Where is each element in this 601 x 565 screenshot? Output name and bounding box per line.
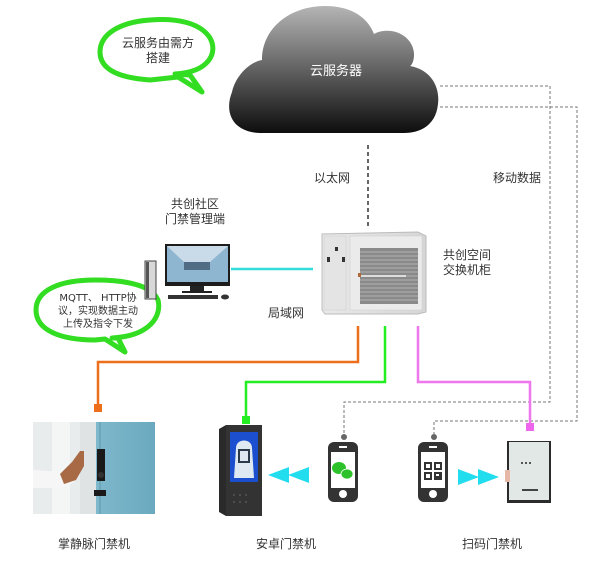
qr-phone-icon xyxy=(418,442,448,502)
mobile-data-link-scan xyxy=(433,106,578,437)
cloud-note-text: 云服务由需方 搭建 xyxy=(108,36,208,66)
lan-link-android xyxy=(244,326,387,420)
management-label: 共创社区 门禁管理端 xyxy=(155,197,235,227)
mobile-data-node-android xyxy=(341,434,347,440)
wechat-phone-icon xyxy=(328,442,358,502)
palm-vein-port xyxy=(94,404,102,412)
transfer-arrows-android xyxy=(268,467,309,483)
protocol-note-line2: 议，实现数据主动 xyxy=(58,306,138,317)
cloud-shape xyxy=(229,6,439,133)
android-terminal-image xyxy=(219,425,262,516)
lan-link-scan-code xyxy=(416,326,532,427)
lan-label: 局域网 xyxy=(268,306,305,320)
management-pc-icon xyxy=(144,244,230,300)
switch-cabinet-label-line2: 交换机柜 xyxy=(443,263,492,277)
callout-cloud-note xyxy=(97,17,216,95)
scan-code-label: 扫码门禁机 xyxy=(462,537,523,551)
android-label: 安卓门禁机 xyxy=(256,537,317,551)
transfer-arrows-scan xyxy=(458,469,499,485)
management-label-line2: 门禁管理端 xyxy=(164,212,225,226)
switch-cabinet-icon xyxy=(321,231,427,315)
palm-vein-label: 掌静脉门禁机 xyxy=(58,537,131,551)
lan-link-palm-vein xyxy=(96,326,360,406)
switch-cabinet-label: 共创空间 交换机柜 xyxy=(443,248,491,278)
management-label-line1: 共创社区 xyxy=(170,197,219,211)
arrow-left-1 xyxy=(268,467,289,483)
palm-vein-device-image xyxy=(33,422,155,514)
arrow-right-2 xyxy=(478,469,499,485)
cloud-note-line2: 搭建 xyxy=(145,51,170,65)
cloud-note-line1: 云服务由需方 xyxy=(121,36,194,50)
android-port xyxy=(242,416,250,424)
protocol-note-line1: MQTT、 HTTP协 xyxy=(59,293,137,304)
switch-cabinet-label-line1: 共创空间 xyxy=(443,248,492,262)
mobile-data-node-scan xyxy=(431,434,437,440)
mobile-data-label: 移动数据 xyxy=(493,171,542,185)
protocol-note-line3: 上传及指令下发 xyxy=(63,319,133,330)
arrow-right-1 xyxy=(458,469,479,485)
ethernet-label: 以太网 xyxy=(314,171,351,185)
protocol-note-text: MQTT、 HTTP协 议，实现数据主动 上传及指令下发 xyxy=(36,292,160,331)
callout-protocol-note xyxy=(33,277,162,355)
qr-scanner-device-image xyxy=(505,441,551,503)
cloud-server-label: 云服务器 xyxy=(310,64,363,79)
arrow-left-2 xyxy=(288,467,309,483)
scan-code-port xyxy=(526,423,534,431)
mobile-data-link-android xyxy=(343,85,551,437)
